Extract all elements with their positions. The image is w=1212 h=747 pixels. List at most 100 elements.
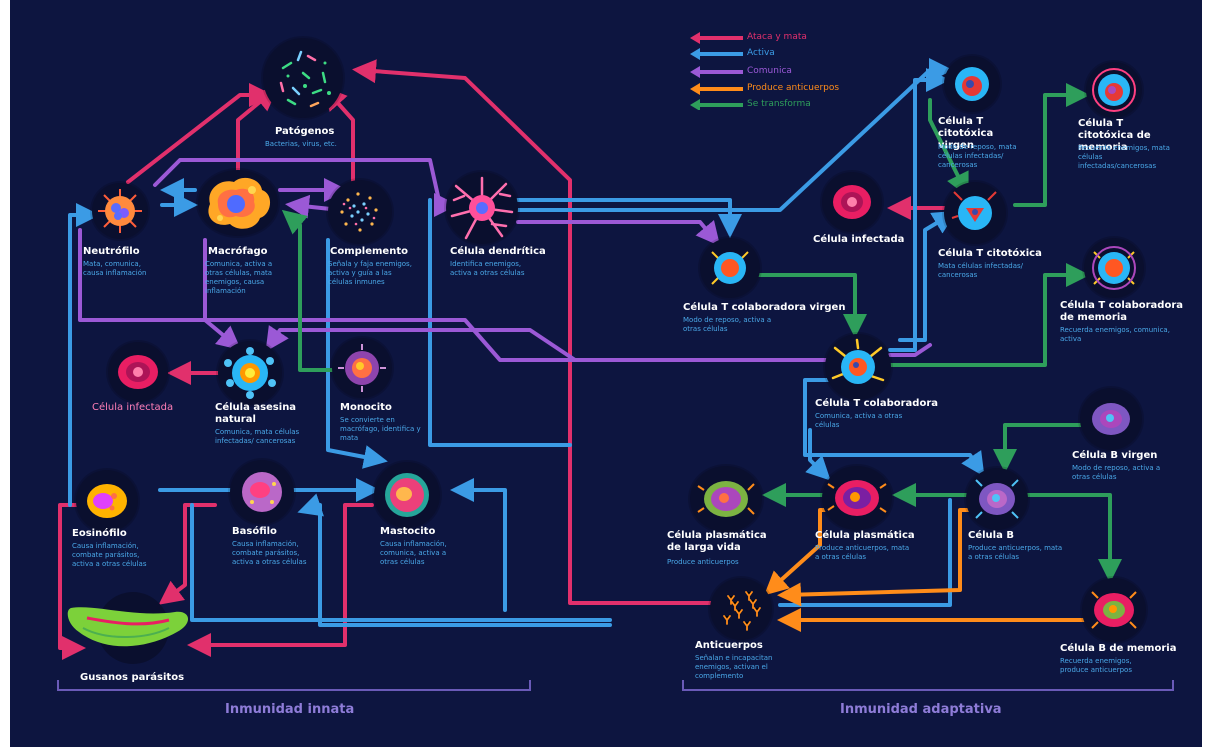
infectada-left-icon	[108, 342, 168, 402]
tc-memoria-icon	[1086, 62, 1142, 118]
line-neutrofilo-dendritica	[153, 158, 458, 217]
line-mastocito-gusanos	[187, 503, 374, 657]
neutrofilo-desc: Mata, comunica, causa inflamación	[83, 260, 147, 277]
asesina-title: Célula asesina natural	[215, 402, 297, 425]
b-memoria-title: Célula B de memoria	[1060, 643, 1177, 654]
line-anticuerpos-basofilo	[297, 493, 612, 627]
dendritica-desc: Identifica enemigos, activa a otras célu…	[450, 260, 525, 277]
plasma-icon	[822, 466, 892, 530]
line-anticuerpos-mastocito	[450, 478, 507, 612]
innate-label: Inmunidad innata	[225, 702, 355, 717]
gusanos-title: Gusanos parásitos	[80, 672, 185, 683]
th-icon	[825, 334, 891, 400]
th-memoria-desc: Recuerda enemigos, comunica, activa	[1060, 326, 1170, 343]
line-anticuerpos-patogenos	[352, 59, 749, 605]
tc-title: Célula T citotóxica	[938, 248, 1042, 259]
neutrofilo-title: Neutrófilo	[83, 246, 140, 257]
line-monocito-macrofago	[281, 209, 342, 372]
b-title: Célula B	[968, 530, 1014, 541]
line-dendritica-th	[516, 220, 721, 247]
line-macrofago-asesina	[203, 238, 242, 351]
legend-arrows	[690, 32, 743, 110]
line-b-bmemoria	[1023, 493, 1122, 583]
mastocito-desc: Causa inflamación, comunica, activa a ot…	[380, 540, 447, 566]
line-tc-tcmemoria	[1013, 83, 1090, 207]
tc-virgen-desc: Modo de reposo, mata células infectadas/…	[938, 143, 1017, 169]
b-desc: Produce anticuerpos, mata a otras célula…	[968, 544, 1063, 561]
b-memoria-icon	[1082, 578, 1146, 642]
line-bvirgen-b	[993, 423, 1087, 473]
dendritica-icon	[446, 172, 518, 244]
innate-bracket	[57, 680, 531, 691]
monocito-title: Monocito	[340, 402, 392, 413]
line-th-plasma	[805, 428, 831, 481]
plasma-larga-desc: Produce anticuerpos	[667, 558, 739, 566]
tc-virgen-title: Célula T citotóxica virgen	[938, 116, 994, 151]
basofilo-desc: Causa inflamación, combate parásitos, ac…	[232, 540, 307, 566]
line-complemento-mastocito	[326, 238, 388, 469]
plasma-larga-title: Célula plasmática de larga vida	[667, 530, 767, 553]
eosinofilo-title: Eosinófilo	[72, 528, 127, 539]
th-virgen-title: Célula T colaboradora virgen	[683, 302, 846, 313]
th-virgen-desc: Modo de reposo, activa a otras células	[683, 316, 772, 333]
adaptive-label: Inmunidad adaptativa	[840, 702, 1002, 717]
plasma-desc: Produce anticuerpos, mata a otras célula…	[815, 544, 910, 561]
plasma-larga-icon	[690, 466, 762, 532]
b-memoria-desc: Recuerda enemigos, produce anticuerpos	[1060, 657, 1132, 674]
line-eosinofilo-gusanos	[58, 503, 92, 660]
th-desc: Comunica, activa a otras células	[815, 412, 903, 429]
th-memoria-title: Célula T colaboradora de memoria	[1060, 300, 1184, 323]
neutrofilo-icon	[92, 183, 148, 239]
line-neutrofilo-patogenos	[126, 83, 273, 184]
th-memoria-icon	[1084, 238, 1144, 298]
monocito-desc: Se convierte en macrófago, identifica y …	[340, 416, 421, 442]
anticuerpos-icon	[710, 578, 772, 640]
line-eosinofilo-neutrofilo	[68, 203, 100, 507]
patogenos-icon	[263, 38, 343, 118]
line-basofilo-gusanos	[158, 503, 217, 605]
adaptive-bracket	[682, 680, 1174, 691]
line-th-tcvirgen	[888, 68, 950, 352]
infectada-right-icon	[822, 172, 882, 232]
infectada-left-title: Célula infectada	[92, 402, 174, 413]
legend-antibodies: Produce anticuerpos	[747, 83, 840, 93]
complemento-title: Complemento	[330, 246, 408, 257]
tc-desc: Mata células infectadas/ cancerosas	[938, 262, 1024, 279]
b-icon	[966, 468, 1028, 530]
line-macrofago-patogenos	[236, 86, 279, 172]
b-virgen-title: Célula B virgen	[1072, 450, 1158, 461]
line-th-asesina	[265, 325, 837, 362]
macrofago-title: Macrófago	[208, 246, 268, 257]
line-thvirgen-th	[753, 273, 867, 338]
anticuerpos-title: Anticuerpos	[695, 640, 763, 651]
th-title: Célula T colaboradora	[815, 398, 939, 409]
patogenos-desc: Bacterias, virus, etc.	[265, 140, 337, 148]
monocito-icon	[332, 338, 392, 398]
b-virgen-desc: Modo de reposo, activa a otras células	[1072, 464, 1161, 481]
mastocito-icon	[374, 462, 440, 528]
legend-attack: Ataca y mata	[747, 32, 807, 42]
eosinofilo-desc: Causa inflamación, combate parásitos, ac…	[72, 542, 147, 568]
basofilo-icon	[230, 460, 294, 524]
macrofago-desc: Comunica, activa a otras células, mata e…	[205, 260, 273, 295]
legend-communicate: Comunica	[747, 66, 792, 76]
line-dendritica-thvirgen	[516, 198, 742, 238]
line-th-b	[803, 378, 985, 477]
line-th-thmemoria	[888, 263, 1090, 367]
line-th-tc	[898, 210, 957, 342]
tc-memoria-desc: Recuerda enemigos, mata células infectad…	[1078, 144, 1170, 170]
macrofago-icon	[198, 170, 278, 236]
connection-lines	[57, 58, 1174, 691]
b-virgen-icon	[1080, 388, 1142, 450]
complemento-icon	[328, 180, 392, 244]
asesina-desc: Comunica, mata células infectadas/ cance…	[215, 428, 300, 445]
line-th-right	[888, 343, 932, 357]
th-virgen-icon	[700, 238, 760, 298]
mastocito-title: Mastocito	[380, 526, 436, 537]
plasma-title: Célula plasmática	[815, 530, 915, 541]
legend-activate: Activa	[747, 48, 775, 58]
asesina-icon	[218, 341, 282, 405]
tc-icon	[944, 182, 1006, 244]
complemento-desc: Señala y faja enemigos, activa y guía a …	[328, 260, 412, 286]
line-b-anticuerpos	[777, 508, 972, 607]
